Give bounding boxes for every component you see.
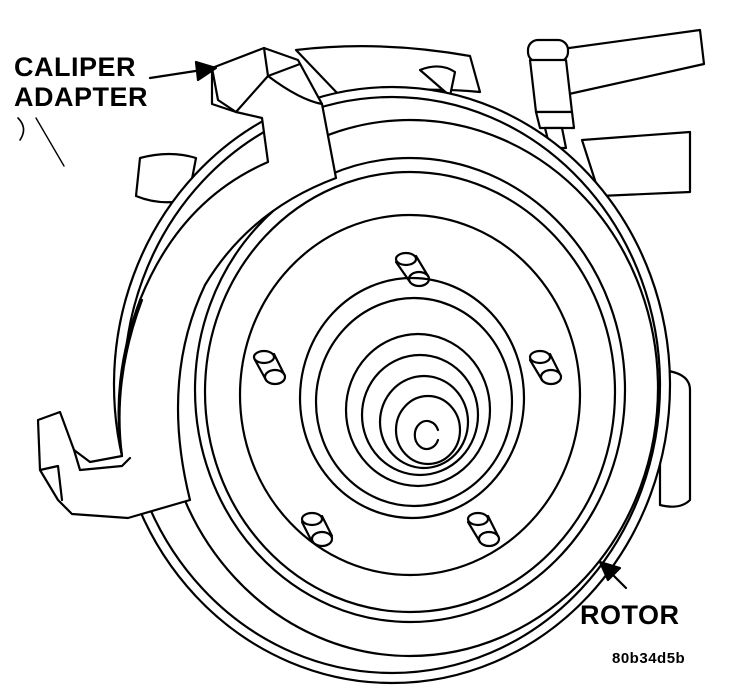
wheel-stud [300, 511, 334, 548]
steering-knuckle [134, 45, 692, 204]
hub [238, 213, 582, 577]
rotor-label: ROTOR [580, 600, 680, 630]
caliper-adapter-label-line1: CALIPER [14, 52, 137, 82]
wheel-stud [528, 349, 563, 386]
wheel-stud [252, 349, 287, 386]
wheel-studs [252, 251, 563, 548]
caliper-adapter-arrow [148, 60, 218, 82]
rotor [112, 85, 672, 685]
caliper-adapter-label-line2: ADAPTER [14, 82, 149, 112]
caliper-adapter [36, 46, 338, 520]
stray-mark [17, 117, 25, 141]
rotor-arrow [598, 560, 628, 590]
figure-code: 80b34d5b [612, 650, 686, 667]
tie-rod-end [526, 28, 706, 150]
stray-mark [35, 117, 65, 167]
wheel-stud [466, 511, 501, 548]
wheel-stud [394, 251, 431, 288]
